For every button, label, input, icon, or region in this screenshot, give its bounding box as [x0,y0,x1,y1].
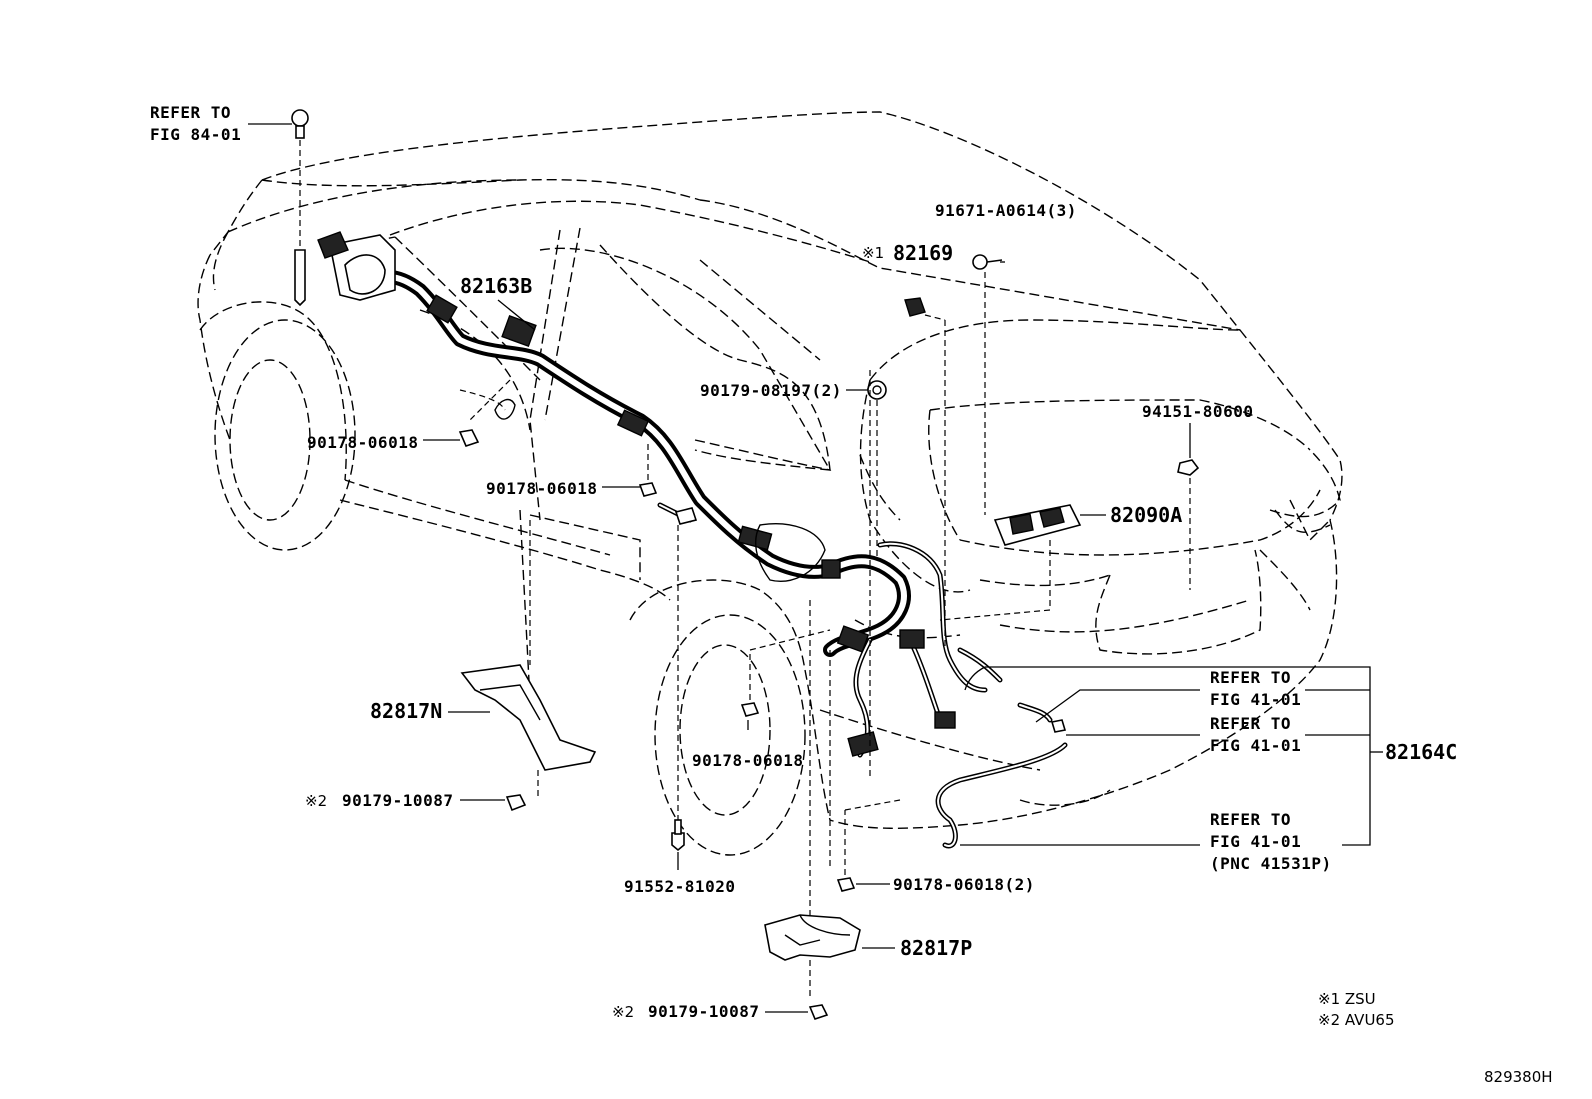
nut-90179-10087-b [808,1004,829,1020]
label-90178-b: 90178-06018 [486,479,597,498]
label-82169: 82169 [893,241,953,265]
label-refer-41-01-2-line2: FIG 41-01 [1210,736,1301,755]
clip-82169 [904,297,946,650]
label-91552: 91552-81020 [624,877,735,896]
label-90178-d: 90178-06018(2) [893,875,1035,894]
label-refer-41-01-1-line1: REFER TO [1210,668,1291,687]
labels: REFER TO FIG 84-01 82163B ※1 82169 91671… [150,103,1553,1086]
label-90179-08197: 90179-08197(2) [700,381,842,400]
label-90179-10087-b-mark: ※2 [612,1003,634,1021]
note-avu65: ※2 AVU65 [1318,1011,1395,1029]
clip-90178-middle [638,440,698,840]
bolt-refer-84-01 [291,109,309,307]
label-82090A: 82090A [1110,503,1182,527]
fuel-door [754,523,826,582]
clip-90178-lower [740,629,831,717]
label-90178-c: 90178-06018 [692,751,803,770]
relay-82090A [939,504,1082,621]
label-90179-10087-a: 90179-10087 [342,791,453,810]
nut-90179-10087-a [505,794,527,812]
label-91671: 91671-A0614(3) [935,201,1077,220]
label-82163B: 82163B [460,274,532,298]
label-82817P: 82817P [900,936,972,960]
label-82169-mark: ※1 [862,244,884,262]
bolt-91671 [972,254,1003,515]
label-refer-41-01-1-line2: FIG 41-01 [1210,690,1301,709]
label-refer-41-01-2-line1: REFER TO [1210,714,1291,733]
harness-82164C [821,541,1068,849]
label-90179-10087-a-mark: ※2 [305,792,327,810]
clip-refer-41-01 [1050,719,1067,733]
label-82817N: 82817N [370,699,442,723]
label-refer-41-01-3-line3: (PNC 41531P) [1210,854,1332,873]
bracket-82817P [764,914,861,961]
bracket-82817N [460,520,597,800]
note-zsu: ※1 ZSU [1318,990,1376,1008]
label-refer-84-01-line2: FIG 84-01 [150,125,241,144]
label-94151: 94151-80600 [1142,402,1253,421]
label-90179-10087-b: 90179-10087 [648,1002,759,1021]
bolt-91552 [671,819,685,852]
label-refer-84-01-line1: REFER TO [150,103,231,122]
harness-82163B [317,231,837,579]
nut-94151 [1177,459,1200,590]
car-body-outline [197,111,1343,856]
figure-code: 829380H [1484,1068,1553,1086]
leader-lines [248,123,1383,1013]
label-90178-a: 90178-06018 [307,433,418,452]
label-82164C: 82164C [1385,740,1457,764]
label-refer-41-01-3-line2: FIG 41-01 [1210,832,1301,851]
clip-90178-front [458,379,516,447]
label-refer-41-01-3-line1: REFER TO [1210,810,1291,829]
